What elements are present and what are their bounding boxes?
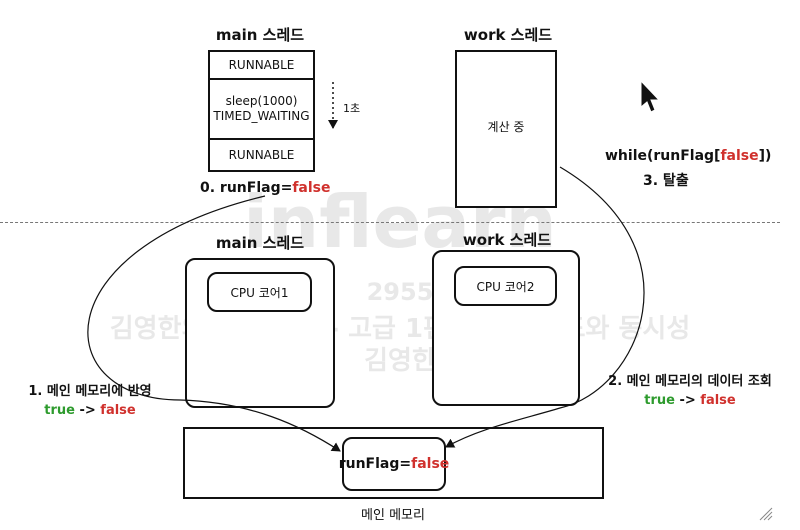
state-timed-waiting: sleep(1000) TIMED_WAITING [210, 80, 313, 138]
step1-text: 1. 메인 메모리에 반영 [28, 384, 152, 399]
while-suffix: ]) [758, 148, 772, 164]
step2-arrow: -> [679, 393, 696, 408]
step2-from: true [644, 393, 675, 408]
runflag-initial-prefix: 0. runFlag= [200, 180, 293, 196]
while-value: false [720, 148, 759, 164]
memory-runflag-value: false [411, 456, 450, 472]
step1-to: false [100, 403, 136, 418]
write-arrow-curve [87, 195, 341, 452]
cpu-core-2-label: CPU 코어2 [476, 279, 535, 294]
memory-runflag-variable: runFlag=false [338, 437, 450, 491]
step2-text: 2. 메인 메모리의 데이터 조회 [608, 374, 772, 389]
cpu-core-1-label: CPU 코어1 [230, 285, 289, 300]
read-arrow-curve [445, 166, 645, 448]
cpu-core-1: CPU 코어1 [207, 272, 312, 312]
step1-label: 1. 메인 메모리에 반영 true -> false [5, 380, 175, 418]
while-loop-label: while(runFlag[false]) [605, 148, 771, 164]
state-runnable-2: RUNNABLE [228, 147, 295, 162]
state-runnable-1: RUNNABLE [228, 57, 295, 72]
main-memory-label: 메인 메모리 [361, 508, 425, 523]
state-divider [210, 78, 313, 80]
state-timed-waiting-label: TIMED_WAITING [213, 109, 310, 123]
state-divider [210, 138, 313, 140]
runflag-initial-value: false [292, 180, 331, 196]
step1-from: true [44, 403, 75, 418]
main-memory-box: runFlag=false [183, 427, 604, 499]
cpu-core-2: CPU 코어2 [454, 266, 557, 306]
step1-transition: true -> false [5, 403, 175, 418]
state-sleep-call: sleep(1000) [225, 94, 298, 108]
step2-label: 2. 메인 메모리의 데이터 조회 true -> false [585, 370, 795, 408]
mouse-cursor-icon [640, 79, 661, 113]
work-thread-computing: 계산 중 [487, 119, 525, 134]
work-thread-cpu-container: CPU 코어2 [432, 250, 580, 406]
main-thread-cpu-container: CPU 코어1 [185, 258, 335, 408]
step2-transition: true -> false [585, 393, 795, 408]
work-thread-title: work 스레드 [463, 26, 553, 44]
sleep-duration-label: 1초 [343, 102, 361, 115]
resize-grip-icon [759, 507, 773, 521]
section-divider [0, 222, 780, 223]
step1-arrow: -> [79, 403, 96, 418]
runflag-initial: 0. runFlag=false [200, 180, 331, 196]
memory-runflag-prefix: runFlag= [338, 456, 412, 472]
while-prefix: while(runFlag[ [605, 148, 721, 164]
work-thread-title-bottom: work 스레드 [462, 231, 552, 249]
step2-to: false [700, 393, 736, 408]
work-thread-state-box: 계산 중 [455, 50, 557, 208]
main-thread-title-bottom: main 스레드 [215, 234, 305, 252]
exit-label: 3. 탈출 [643, 173, 689, 189]
main-thread-title: main 스레드 [215, 26, 305, 44]
main-thread-state-stack: RUNNABLE sleep(1000) TIMED_WAITING RUNNA… [208, 50, 315, 172]
